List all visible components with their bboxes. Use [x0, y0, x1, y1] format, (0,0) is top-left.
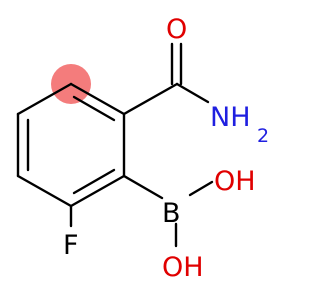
ring-bond	[16, 82, 73, 116]
ring-double-bond	[72, 95, 116, 122]
ring-double-bond	[72, 168, 116, 195]
ring-bond	[69, 82, 126, 116]
amide-n-bond	[175, 82, 210, 104]
amide-bond	[122, 82, 179, 116]
boron-label: B	[162, 198, 181, 229]
hydroxyl-label: OH	[214, 166, 256, 197]
ring-bond	[69, 174, 126, 208]
amide-n-subscript: 2	[257, 125, 269, 147]
ring-bond	[16, 174, 73, 208]
boron-oh-bond	[188, 180, 214, 197]
fluorine-label: F	[63, 230, 79, 261]
amide-n-label: NH	[210, 102, 251, 133]
boron-bond	[122, 174, 164, 200]
structure-canvas: O NH 2 B OH OH F	[16, 14, 269, 283]
oxygen-label: O	[166, 14, 187, 45]
hydroxyl-label: OH	[162, 252, 204, 283]
molecule-drawing: O NH 2 B OH OH F	[16, 14, 269, 283]
